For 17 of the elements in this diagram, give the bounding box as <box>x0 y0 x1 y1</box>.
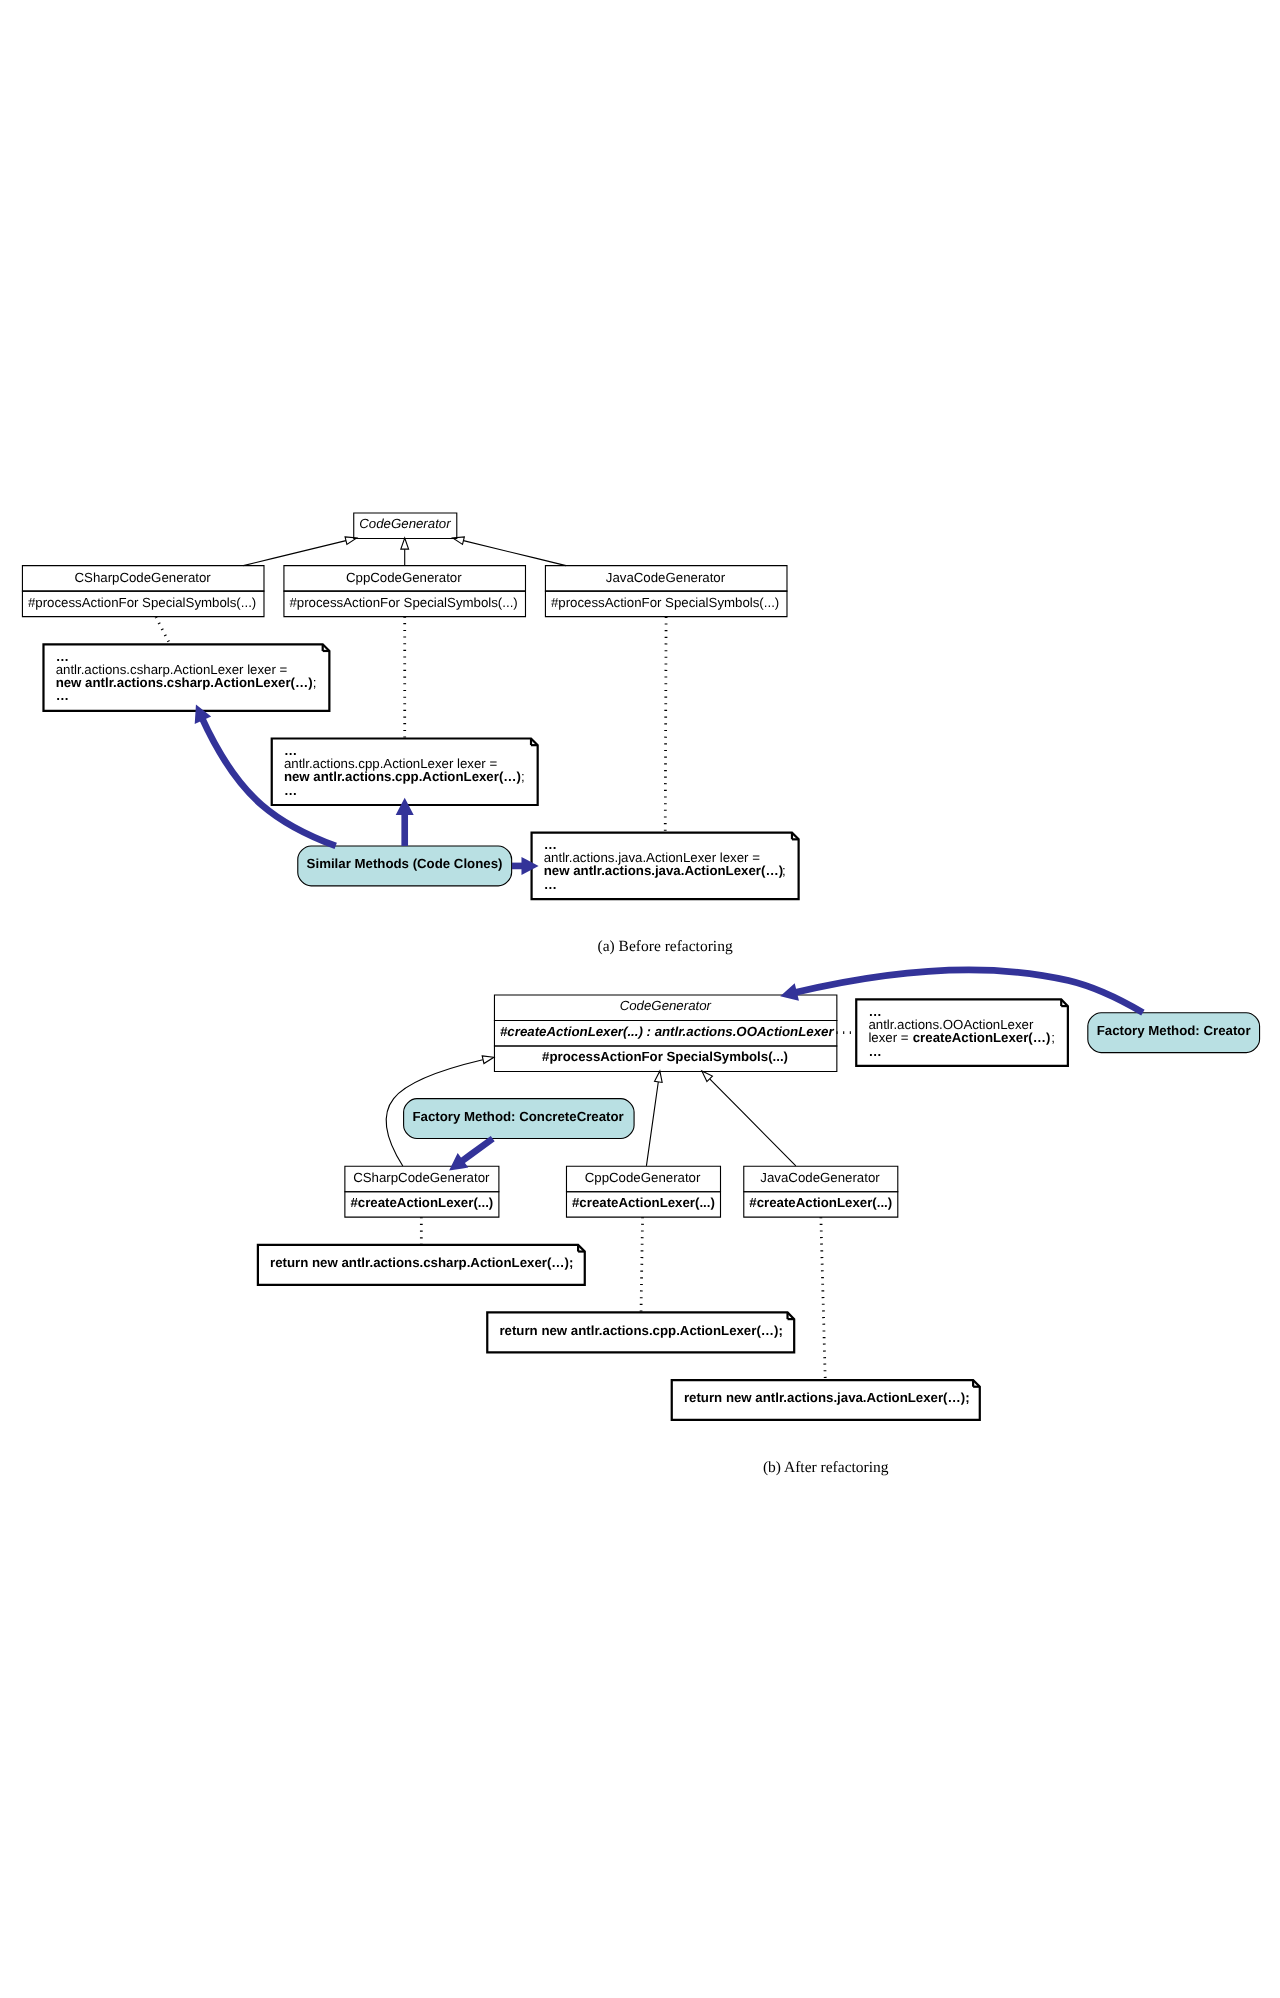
connector <box>402 615 406 738</box>
arrow <box>779 965 1144 1015</box>
connector <box>662 615 667 832</box>
arrow <box>450 535 566 566</box>
arrow <box>394 796 413 845</box>
arrow <box>699 1068 796 1166</box>
connector <box>638 1216 643 1312</box>
label: (a) Before refactoring <box>596 935 732 954</box>
connector <box>818 1216 826 1379</box>
label: (b) After refactoring <box>761 1456 888 1475</box>
connector <box>418 1216 422 1244</box>
arrow <box>193 703 336 849</box>
arrow <box>448 1135 494 1170</box>
arrow <box>241 535 358 566</box>
connector <box>153 615 171 644</box>
arrow <box>384 1054 495 1166</box>
arrow <box>644 1068 662 1166</box>
